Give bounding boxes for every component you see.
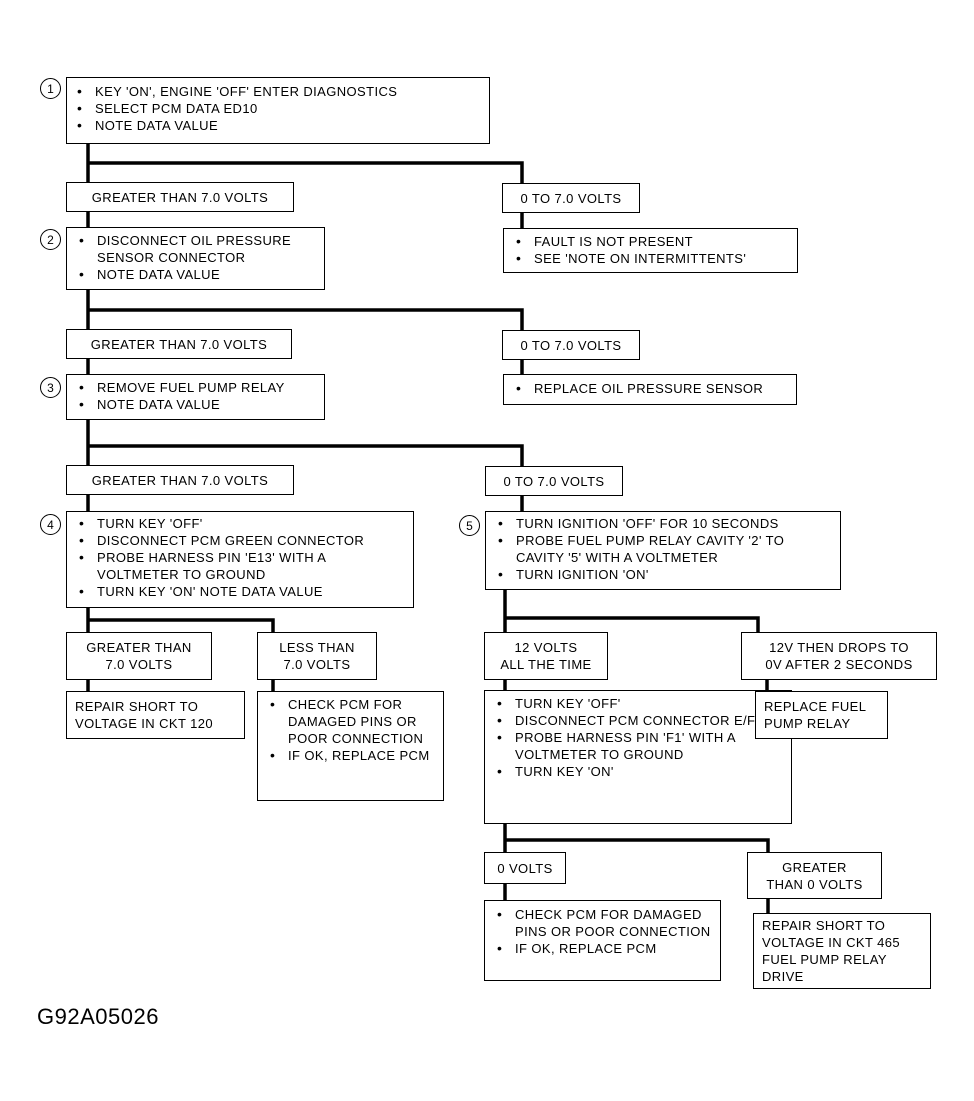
step-1-box: KEY 'ON', ENGINE 'OFF' ENTER DIAGNOSTICS… <box>66 77 490 144</box>
result-r5-constant: TURN KEY 'OFF' DISCONNECT PCM CONNECTOR … <box>484 690 792 824</box>
result-r1-low: FAULT IS NOT PRESENT SEE 'NOTE ON INTERM… <box>503 228 798 273</box>
result-r6-zero-item: IF OK, REPLACE PCM <box>493 940 714 957</box>
condition-c6-greater: GREATER THAN 0 VOLTS <box>747 852 882 899</box>
result-r5-drops: REPLACE FUEL PUMP RELAY <box>755 691 888 739</box>
step-5-item: PROBE FUEL PUMP RELAY CAVITY '2' TO CAVI… <box>494 532 834 566</box>
step-4-item: PROBE HARNESS PIN 'E13' WITH A VOLTMETER… <box>75 549 407 583</box>
condition-c4-high: GREATER THAN 7.0 VOLTS <box>66 632 212 680</box>
result-r2-low: REPLACE OIL PRESSURE SENSOR <box>503 374 797 405</box>
condition-c5-constant: 12 VOLTS ALL THE TIME <box>484 632 608 680</box>
condition-c2-high: GREATER THAN 7.0 VOLTS <box>66 329 292 359</box>
step-3-box: REMOVE FUEL PUMP RELAY NOTE DATA VALUE <box>66 374 325 420</box>
result-r5-constant-item: TURN KEY 'OFF' <box>493 695 785 712</box>
result-r6-zero-item: CHECK PCM FOR DAMAGED PINS OR POOR CONNE… <box>493 906 714 940</box>
result-r5-constant-item: TURN KEY 'ON' <box>493 763 785 780</box>
result-r4-low-item: CHECK PCM FOR DAMAGED PINS OR POOR CONNE… <box>266 696 437 747</box>
result-r1-low-item: SEE 'NOTE ON INTERMITTENTS' <box>512 250 791 267</box>
connector-step2 <box>86 287 524 332</box>
condition-c2-low: 0 TO 7.0 VOLTS <box>502 330 640 360</box>
step-5-box: TURN IGNITION 'OFF' FOR 10 SECONDS PROBE… <box>485 511 841 590</box>
step-4-item: DISCONNECT PCM GREEN CONNECTOR <box>75 532 407 549</box>
result-r4-low-item: IF OK, REPLACE PCM <box>266 747 437 764</box>
condition-c3-high: GREATER THAN 7.0 VOLTS <box>66 465 294 495</box>
condition-c6-zero: 0 VOLTS <box>484 852 566 884</box>
result-r2-low-item: REPLACE OIL PRESSURE SENSOR <box>512 380 790 397</box>
step-number-4: 4 <box>40 514 61 535</box>
connector-step1 <box>86 142 524 186</box>
result-r4-low: CHECK PCM FOR DAMAGED PINS OR POOR CONNE… <box>257 691 444 801</box>
connector-step3 <box>86 418 524 468</box>
step-3-item: NOTE DATA VALUE <box>75 396 318 413</box>
step-number-1: 1 <box>40 78 61 99</box>
step-5-item: TURN IGNITION 'OFF' FOR 10 SECONDS <box>494 515 834 532</box>
condition-c3-low: 0 TO 7.0 VOLTS <box>485 466 623 496</box>
result-r5-constant-item: DISCONNECT PCM CONNECTOR E/F <box>493 712 785 729</box>
step-4-item: TURN KEY 'ON' NOTE DATA VALUE <box>75 583 407 600</box>
step-number-5: 5 <box>459 515 480 536</box>
step-2-item: DISCONNECT OIL PRESSURE SENSOR CONNECTOR <box>75 232 318 266</box>
step-4-item: TURN KEY 'OFF' <box>75 515 407 532</box>
connector-r5-constant <box>503 822 770 854</box>
step-2-item: NOTE DATA VALUE <box>75 266 318 283</box>
step-5-item: TURN IGNITION 'ON' <box>494 566 834 583</box>
condition-c4-low: LESS THAN 7.0 VOLTS <box>257 632 377 680</box>
condition-c1-low: 0 TO 7.0 VOLTS <box>502 183 640 213</box>
figure-id: G92A05026 <box>37 1004 159 1029</box>
step-1-item: SELECT PCM DATA ED10 <box>73 100 481 117</box>
step-number-3: 3 <box>40 377 61 398</box>
condition-c1-high: GREATER THAN 7.0 VOLTS <box>66 182 294 212</box>
step-1-item: NOTE DATA VALUE <box>73 117 481 134</box>
step-3-item: REMOVE FUEL PUMP RELAY <box>75 379 318 396</box>
step-2-box: DISCONNECT OIL PRESSURE SENSOR CONNECTOR… <box>66 227 325 290</box>
result-r6-greater: REPAIR SHORT TO VOLTAGE IN CKT 465 FUEL … <box>753 913 931 989</box>
connector-step4 <box>86 606 275 634</box>
step-4-box: TURN KEY 'OFF' DISCONNECT PCM GREEN CONN… <box>66 511 414 608</box>
step-number-2: 2 <box>40 229 61 250</box>
step-1-item: KEY 'ON', ENGINE 'OFF' ENTER DIAGNOSTICS <box>73 83 481 100</box>
result-r6-zero: CHECK PCM FOR DAMAGED PINS OR POOR CONNE… <box>484 900 721 981</box>
result-r1-low-item: FAULT IS NOT PRESENT <box>512 233 791 250</box>
result-r5-constant-item: PROBE HARNESS PIN 'F1' WITH A VOLTMETER … <box>493 729 785 763</box>
condition-c5-drops: 12V THEN DROPS TO 0V AFTER 2 SECONDS <box>741 632 937 680</box>
connector-step5 <box>503 587 760 634</box>
result-r4-high: REPAIR SHORT TO VOLTAGE IN CKT 120 <box>66 691 245 739</box>
